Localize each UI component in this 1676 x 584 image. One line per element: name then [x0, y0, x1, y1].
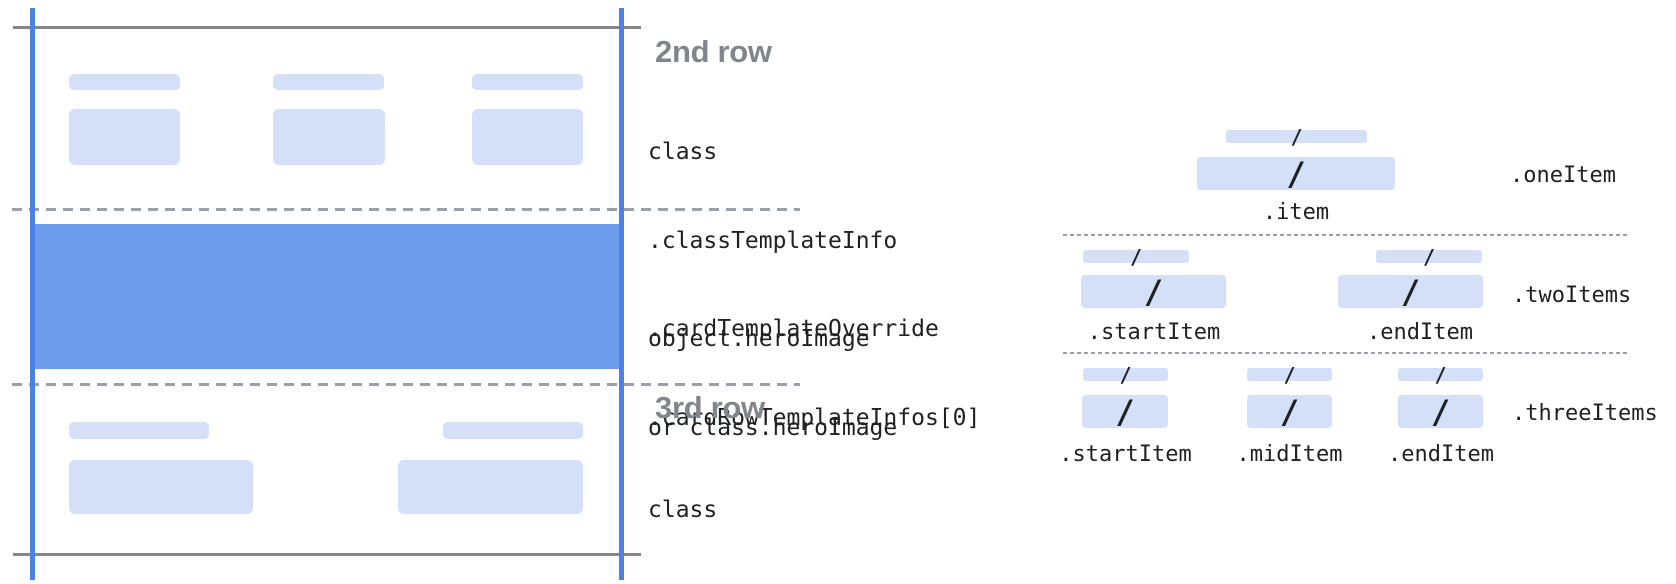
- row2-col1-value-chip: [69, 109, 180, 165]
- row2-path-line: .cardRowTemplateInfos[0]: [648, 404, 981, 431]
- hero-path: object.heroImage or class.heroImage: [648, 266, 897, 502]
- twoitems-threeitems-dashed-divider: [1063, 352, 1628, 354]
- row3-heading: 3rd row: [655, 390, 765, 425]
- row3-path: class .classTemplateInfo .cardTemplateOv…: [648, 437, 980, 584]
- row3-path-line: class: [648, 497, 718, 523]
- twoitems-layout-label: .twoItems: [1512, 283, 1632, 308]
- row2-path-line: class: [648, 139, 718, 165]
- row2-col2-value-chip: [273, 109, 385, 165]
- twoitems-startitem-label: .startItem: [1087, 320, 1221, 345]
- threeitems-miditem-big-bar: /: [1247, 395, 1332, 428]
- threeitems-enditem-big-bar: /: [1398, 395, 1483, 428]
- row2-col3-label-chip: [472, 74, 583, 90]
- row2-path-line: .classTemplateInfo: [648, 227, 898, 254]
- twoitems-startitem-big-bar: /: [1081, 275, 1226, 308]
- row2-col2-label-chip: [273, 74, 384, 90]
- row2-col3-value-chip: [472, 109, 583, 165]
- card-top-guide-line: [13, 26, 641, 29]
- oneitem-layout-label: .oneItem: [1510, 163, 1616, 188]
- threeitems-layout-label: .threeItems: [1512, 401, 1658, 426]
- threeitems-enditem-small-bar: /: [1398, 365, 1483, 385]
- threeitems-miditem-label: .midItem: [1236, 442, 1343, 467]
- threeitems-startitem-big-bar: /: [1082, 395, 1168, 428]
- hero-image-placeholder: [35, 224, 620, 369]
- threeitems-startitem-label: .startItem: [1059, 442, 1192, 467]
- threeitems-enditem-label: .endItem: [1388, 442, 1494, 467]
- row2-heading: 2nd row: [655, 34, 772, 69]
- threeitems-miditem-small-bar: /: [1247, 365, 1332, 385]
- row3-col1-value-chip: [69, 460, 253, 514]
- hero-bottom-dashed-line: [12, 383, 800, 386]
- twoitems-enditem-small-bar: /: [1376, 247, 1482, 267]
- card-bottom-guide-line: [13, 553, 641, 556]
- hero-path-line: or class.heroImage: [648, 414, 898, 441]
- card-left-guide-line: [30, 8, 35, 580]
- hero-path-line: object.heroImage: [648, 326, 870, 352]
- row3-col2-value-chip: [398, 460, 583, 514]
- row2-bottom-dashed-line: [12, 208, 800, 211]
- card-right-guide-line: [619, 8, 624, 580]
- threeitems-startitem-small-bar: /: [1083, 365, 1168, 385]
- row2-path-line: .cardTemplateOverride: [648, 316, 939, 342]
- oneitem-item-big-bar: /: [1197, 157, 1395, 190]
- row3-col2-label-chip: [443, 422, 583, 439]
- row2-path: class .classTemplateInfo .cardTemplateOv…: [648, 79, 980, 492]
- twoitems-enditem-big-bar: /: [1338, 275, 1483, 308]
- oneitem-twoitems-dashed-divider: [1063, 234, 1628, 236]
- row3-col1-label-chip: [69, 422, 209, 439]
- twoitems-startitem-small-bar: /: [1083, 247, 1189, 267]
- oneitem-item-small-bar: /: [1226, 127, 1367, 147]
- twoitems-enditem-label: .endItem: [1367, 320, 1473, 345]
- row2-col1-label-chip: [69, 74, 180, 90]
- oneitem-item-label: .item: [1262, 200, 1330, 225]
